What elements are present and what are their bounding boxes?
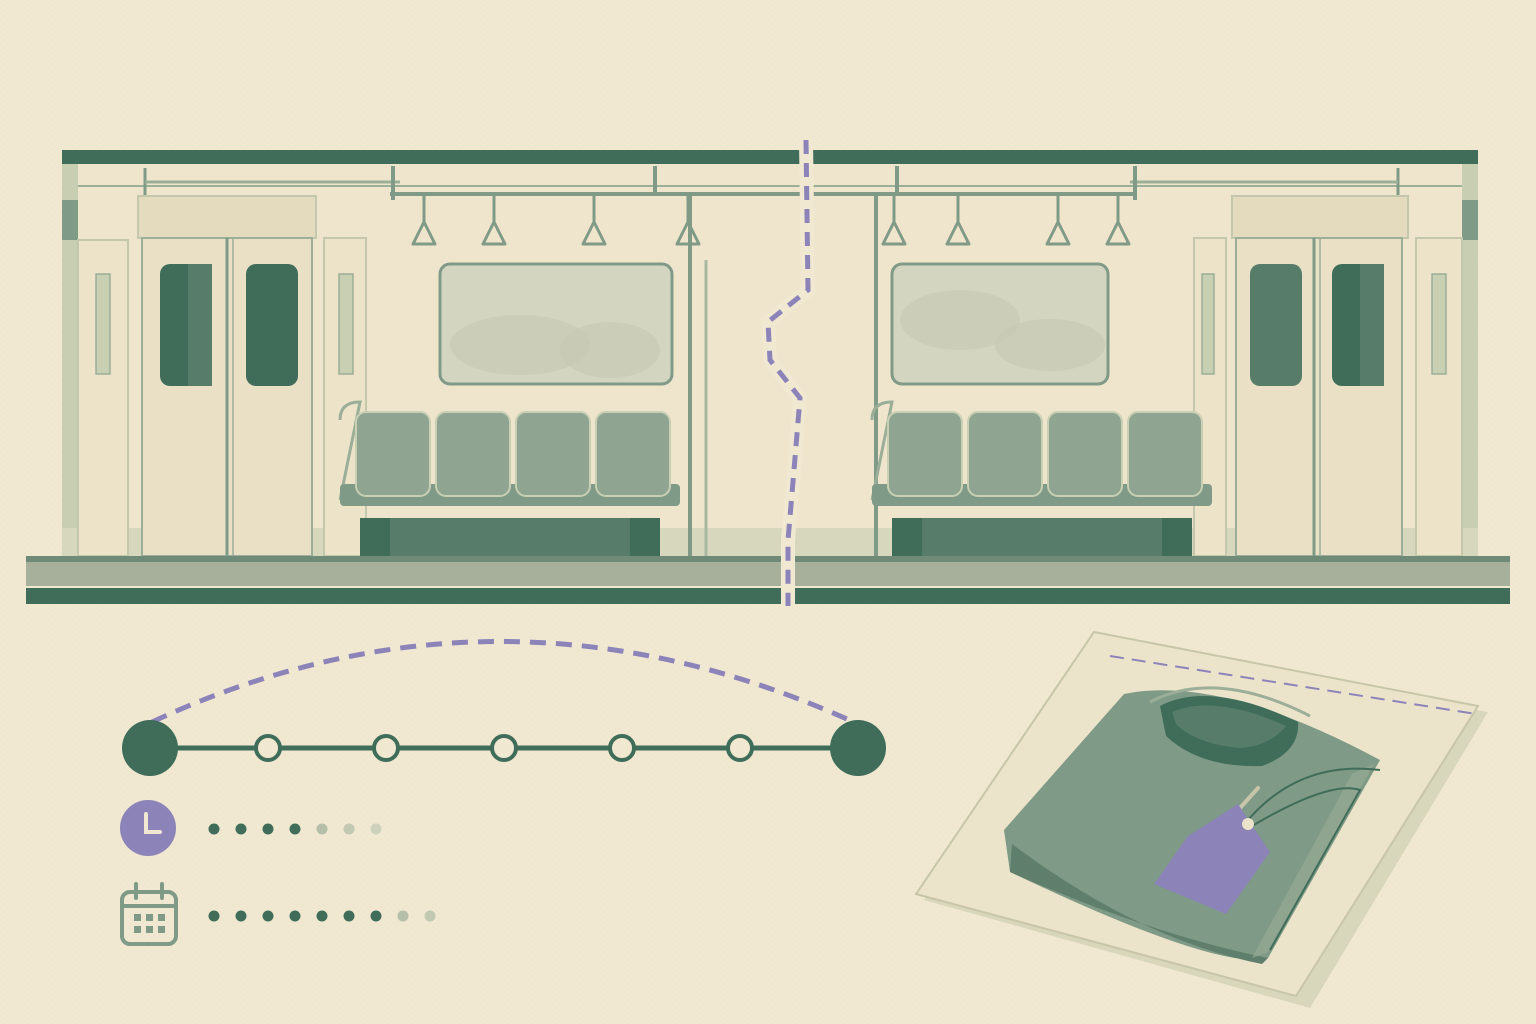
seat-back	[887, 411, 963, 497]
hand-strap	[481, 194, 507, 246]
date-progress-dots	[208, 910, 436, 922]
stop-marker	[372, 734, 400, 762]
date-row	[120, 882, 436, 946]
progress-dot	[370, 823, 382, 835]
progress-dot	[262, 910, 274, 922]
seat-back	[1127, 411, 1203, 497]
folded-shirt-icon	[1004, 686, 1380, 964]
hand-strap	[411, 194, 437, 246]
hand-strap	[581, 194, 607, 246]
hand-strap	[1045, 194, 1071, 246]
right-door-bay	[1193, 195, 1463, 557]
floor-edge	[26, 588, 1510, 604]
progress-dot	[370, 910, 382, 922]
progress-dot	[235, 910, 247, 922]
progress-dot	[262, 823, 274, 835]
express-arc-dashed	[150, 639, 860, 727]
hand-strap	[881, 194, 907, 246]
door-window	[1250, 264, 1302, 386]
progress-dot	[343, 823, 355, 835]
seat-back	[435, 411, 511, 497]
fold-line-dashed	[1109, 655, 1477, 715]
stop-marker	[490, 734, 518, 762]
progress-dot	[208, 823, 220, 835]
seat-back	[595, 411, 671, 497]
left-end-post	[62, 164, 78, 560]
route-timeline	[122, 639, 886, 776]
progress-dot	[316, 823, 328, 835]
progress-dot	[208, 910, 220, 922]
hand-strap	[945, 194, 971, 246]
door-window	[246, 264, 298, 386]
progress-dot	[316, 910, 328, 922]
price-tag-icon	[1154, 767, 1381, 951]
floor	[26, 560, 1510, 586]
seat-back	[1047, 411, 1123, 497]
roof-beam	[62, 150, 1478, 164]
progress-dot	[424, 910, 436, 922]
clock-icon	[120, 800, 176, 856]
folded-shirt-scene	[914, 630, 1488, 1008]
bench-right	[870, 400, 1212, 556]
time-progress-dots	[208, 823, 382, 835]
progress-dot	[397, 910, 409, 922]
destination-station	[830, 720, 886, 776]
seat-back	[355, 411, 431, 497]
train-car-interior	[26, 139, 1510, 606]
hand-strap	[1105, 194, 1131, 246]
right-end-post	[1462, 164, 1478, 560]
progress-dot	[343, 910, 355, 922]
progress-dot	[289, 910, 301, 922]
split-dashed-line	[765, 139, 811, 606]
stop-marker	[254, 734, 282, 762]
progress-dot	[235, 823, 247, 835]
calendar-icon	[120, 882, 178, 946]
intermediate-stops	[254, 734, 754, 762]
stop-marker	[608, 734, 636, 762]
origin-station	[122, 720, 178, 776]
bench-left	[338, 400, 680, 556]
stop-marker	[726, 734, 754, 762]
progress-dot	[289, 823, 301, 835]
seat-back	[515, 411, 591, 497]
time-row	[120, 800, 382, 856]
left-door-bay	[77, 195, 367, 557]
seat-back	[967, 411, 1043, 497]
